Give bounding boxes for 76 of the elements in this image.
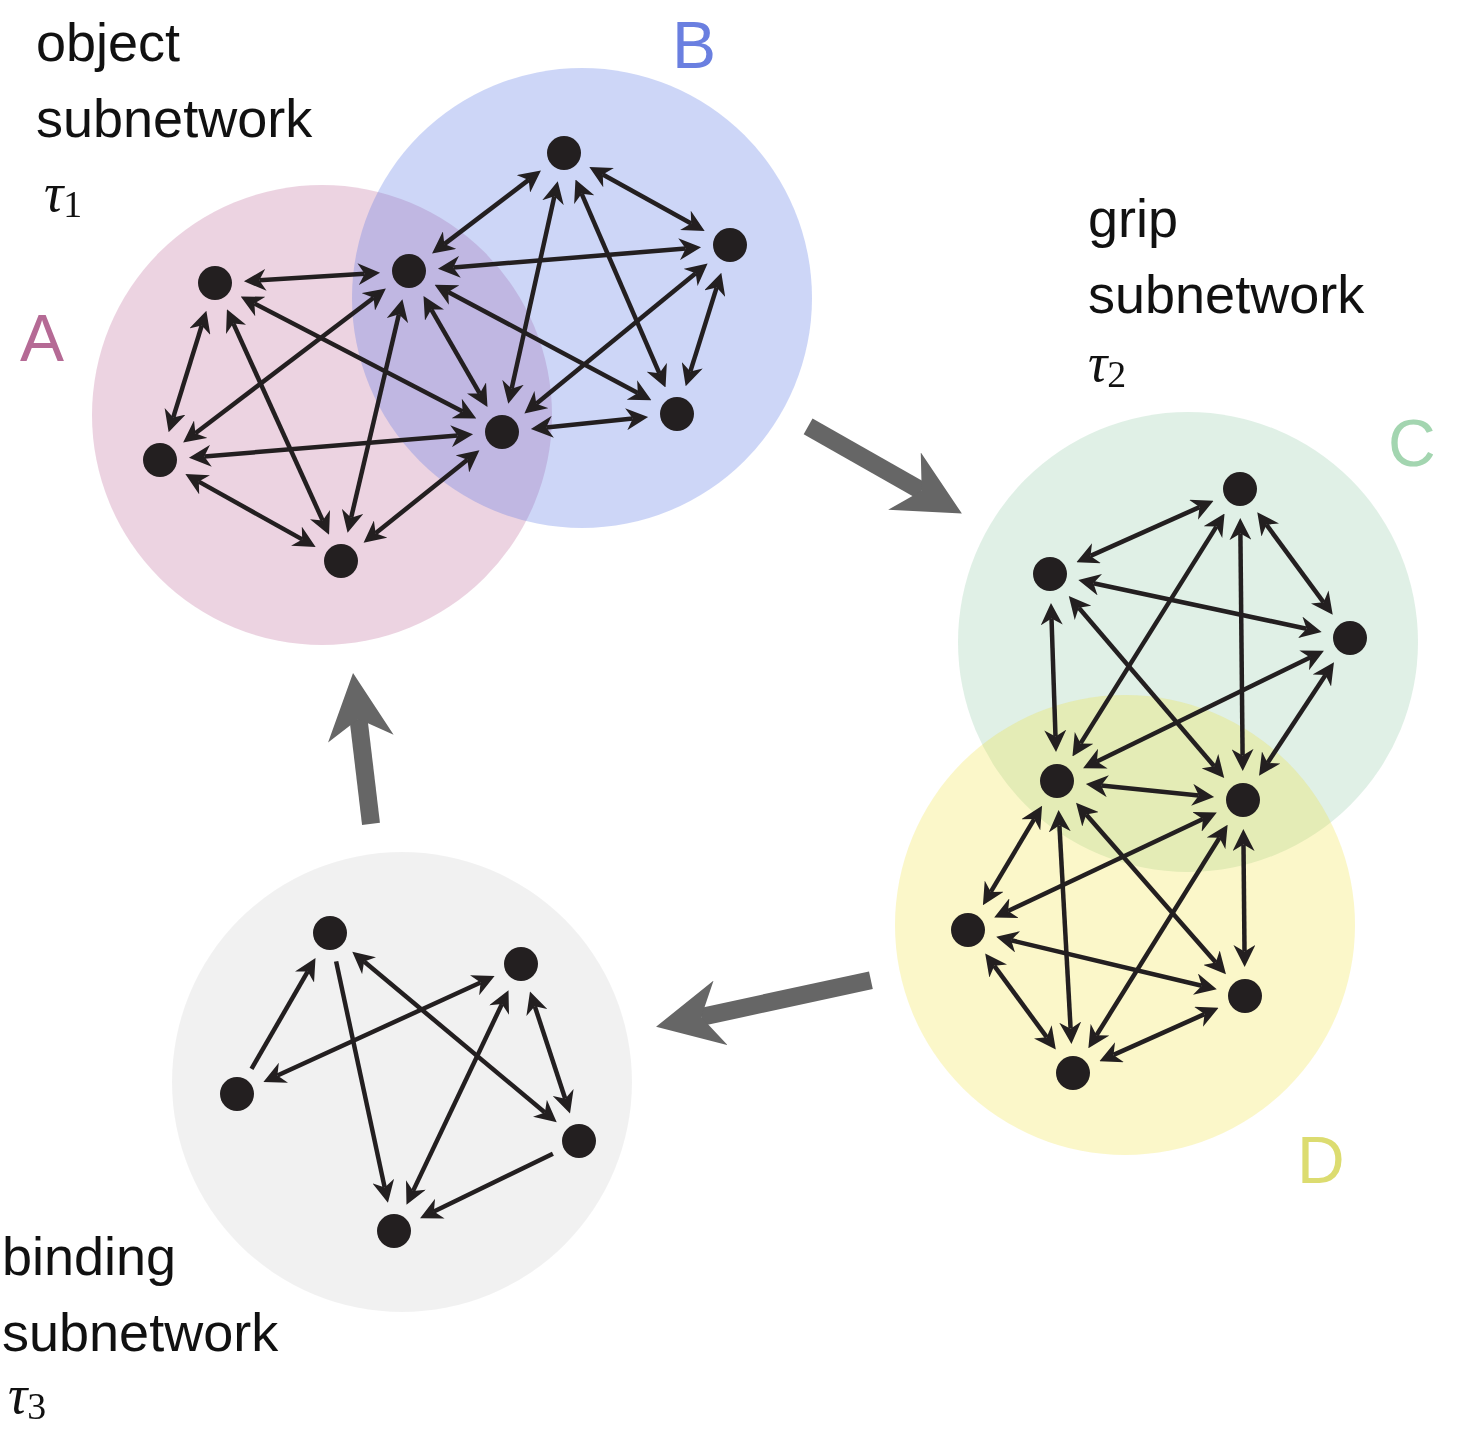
network-node-dot — [660, 397, 694, 431]
double-arrow — [681, 272, 726, 387]
network-node-dot — [547, 136, 581, 170]
double-arrow — [352, 951, 557, 1123]
region-letter: A — [20, 305, 65, 371]
arrow — [333, 960, 395, 1203]
double-arrow — [341, 299, 409, 533]
network-node-dot — [377, 1214, 411, 1248]
flow-arrow — [656, 971, 873, 1046]
double-arrow — [363, 450, 480, 543]
double-arrow — [437, 238, 702, 278]
double-arrow — [1048, 809, 1082, 1045]
double-arrow — [188, 425, 474, 467]
region-letter: D — [1297, 1127, 1345, 1193]
double-arrow — [1099, 1006, 1219, 1063]
network-node-dot — [1040, 764, 1074, 798]
double-arrow — [996, 931, 1217, 995]
network-node-dot — [392, 254, 426, 288]
double-arrow — [1257, 512, 1333, 615]
double-arrow — [1076, 499, 1214, 564]
double-arrow — [1072, 513, 1225, 757]
double-arrow — [1068, 596, 1225, 778]
network-node-dot — [1228, 979, 1262, 1013]
double-arrow — [994, 811, 1217, 919]
region-letter: C — [1388, 410, 1436, 476]
double-arrow — [1088, 824, 1228, 1049]
double-arrow — [263, 975, 495, 1083]
double-arrow — [1259, 662, 1334, 776]
network-node-dot — [504, 947, 538, 981]
subscript-symbol: τ$_{3}$ — [8, 1368, 47, 1426]
network-node-dot — [220, 1077, 254, 1111]
network-node-dot — [713, 228, 747, 262]
region-letter: B — [672, 12, 717, 78]
double-arrow — [226, 309, 330, 535]
network-node-dot — [1333, 621, 1367, 655]
double-arrow — [1083, 650, 1324, 769]
double-arrow — [574, 179, 667, 388]
network-node-dot — [1223, 472, 1257, 506]
double-arrow — [1078, 573, 1322, 639]
network-node-dot — [1226, 783, 1260, 817]
network-node-dot — [485, 415, 519, 449]
network-node-dot — [324, 544, 358, 578]
subscript-symbol: τ$_{1}$ — [44, 166, 83, 224]
double-arrow — [1076, 802, 1226, 975]
network-node-dot — [951, 913, 985, 947]
double-arrow — [243, 263, 381, 291]
double-arrow — [185, 474, 316, 547]
double-arrow — [434, 284, 652, 401]
double-arrow — [240, 296, 477, 419]
double-arrow — [432, 170, 541, 254]
double-arrow — [406, 990, 509, 1205]
arrow — [420, 1151, 554, 1219]
flow-arrow — [328, 673, 394, 825]
double-arrow — [589, 167, 705, 231]
double-arrow — [982, 805, 1043, 906]
network-node-dot — [1033, 557, 1067, 591]
network-node-dot — [198, 266, 232, 300]
double-arrow — [164, 310, 211, 433]
network-node-dot — [313, 916, 347, 950]
network-node-dot — [143, 443, 177, 477]
double-arrow — [1040, 603, 1067, 752]
double-arrow — [985, 953, 1056, 1050]
double-arrow — [526, 991, 574, 1114]
network-node-dot — [562, 1124, 596, 1158]
double-arrow — [524, 263, 708, 414]
arrow — [249, 958, 316, 1071]
subscript-symbol: τ$_{2}$ — [1088, 336, 1127, 394]
double-arrow — [530, 408, 649, 438]
double-arrow — [502, 181, 564, 404]
double-arrow — [183, 288, 386, 443]
double-arrow — [423, 296, 488, 407]
double-arrow — [1229, 518, 1254, 771]
flow-arrow — [803, 418, 962, 514]
double-arrow — [1232, 829, 1256, 967]
network-node-dot — [1056, 1056, 1090, 1090]
double-arrow — [1085, 775, 1215, 806]
